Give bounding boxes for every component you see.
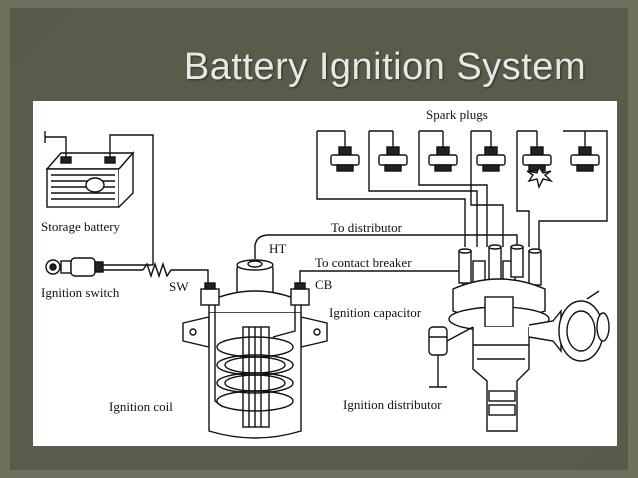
slide-title: Battery Ignition System bbox=[183, 46, 587, 88]
ignition-coil-label: Ignition coil bbox=[109, 399, 173, 414]
ignition-diagram: Spark plugs Storage battery To distribut… bbox=[33, 101, 617, 446]
distributor-drawing bbox=[428, 244, 610, 432]
ignition-coil-drawing bbox=[182, 259, 328, 439]
storage-battery-drawing bbox=[44, 131, 154, 261]
to-distributor-label: To distributor bbox=[331, 220, 402, 235]
ignition-switch-drawing bbox=[45, 257, 209, 289]
sw-label: SW bbox=[169, 279, 189, 294]
to-contact-breaker-label: To contact breaker bbox=[315, 255, 412, 270]
ignition-capacitor-label: Ignition capacitor bbox=[329, 305, 422, 320]
ht-label: HT bbox=[269, 241, 287, 256]
ignition-distributor-label: Ignition distributor bbox=[343, 397, 442, 412]
spark-plugs-drawing bbox=[316, 130, 608, 251]
ignition-switch-label: Ignition switch bbox=[41, 285, 120, 300]
cb-label: CB bbox=[315, 277, 333, 292]
diagram-drawing bbox=[44, 130, 610, 439]
spark-plugs-label: Spark plugs bbox=[426, 107, 488, 122]
storage-battery-label: Storage battery bbox=[41, 219, 121, 234]
